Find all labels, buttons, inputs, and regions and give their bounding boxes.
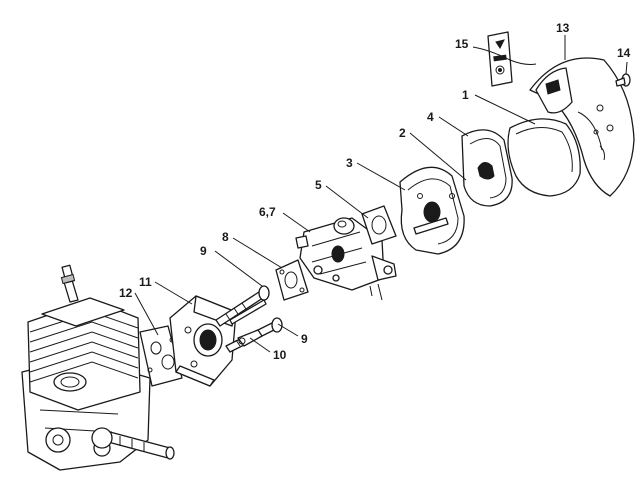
part-4-filter-plate: [461, 129, 513, 207]
part-5-gasket: [361, 205, 397, 245]
part-15-label: [487, 31, 513, 87]
callout-8: 8: [222, 230, 229, 244]
callout-15: 15: [455, 37, 469, 51]
part-13-cover: [529, 57, 635, 197]
callout-3: 3: [346, 156, 353, 170]
callout-6-7: 6,7: [259, 205, 276, 219]
callout-12: 12: [119, 286, 133, 300]
callout-1: 1: [462, 88, 469, 102]
part-14-screw: [615, 73, 631, 87]
part-3-filter-base: [399, 166, 465, 255]
engine-cylinder-assembly: [21, 264, 175, 471]
part-6-7-carburetor: [295, 217, 397, 301]
leader-lines: [134, 35, 628, 353]
callout-4: 4: [427, 110, 434, 124]
part-8-gasket: [275, 259, 309, 301]
callout-14: 14: [617, 46, 631, 60]
callout-13: 13: [556, 21, 570, 35]
callout-2: 2: [399, 126, 406, 140]
part-12-gasket: [139, 325, 183, 387]
callout-5: 5: [315, 178, 322, 192]
callout-9-upper: 9: [200, 244, 207, 258]
part-11-intake-flange: [169, 295, 237, 387]
callout-9-lower: 9: [301, 332, 308, 346]
part-9-screws: [215, 285, 283, 353]
callout-10: 10: [273, 348, 287, 362]
callout-11: 11: [139, 275, 152, 289]
part-1-air-filter: [507, 118, 581, 197]
callout-labels: 1 2 3 4 5 6,7 8 9 9 10 11 12 13 14 15: [119, 21, 631, 362]
